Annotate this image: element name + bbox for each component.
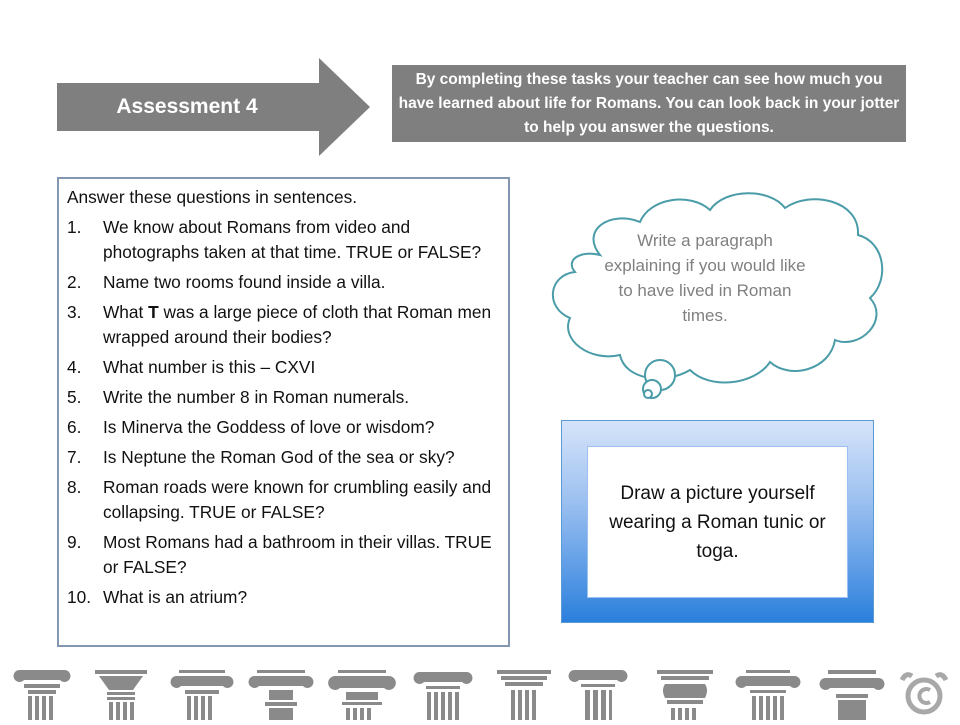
question-text: Roman roads were known for crumbling eas… <box>103 477 492 522</box>
assessment-title: Assessment 4 <box>116 95 258 118</box>
question-text: We know about Romans from video and phot… <box>103 217 482 262</box>
questions-box: Answer these questions in sentences. 1. … <box>57 177 510 647</box>
thought-bubble-icon <box>552 192 884 399</box>
question-text: What is an atrium? <box>103 587 248 607</box>
cloud-text: Write a paragraph explaining if you woul… <box>604 231 806 325</box>
question-number: 1. <box>67 217 82 237</box>
question-text: Name two rooms found inside a villa. <box>103 272 386 292</box>
thought-cloud: Write a paragraph explaining if you woul… <box>540 180 900 410</box>
question-text-bold: T <box>148 302 159 322</box>
questions-heading: Answer these questions in sentences. <box>67 187 358 207</box>
question-item: 1. We know about Romans from video and p… <box>67 215 500 265</box>
question-number: 9. <box>67 532 82 552</box>
question-text-part: What <box>103 302 149 322</box>
question-item: 4. What number is this – CXVI <box>67 355 500 380</box>
question-number: 10. <box>67 587 92 607</box>
question-item: 8. Roman roads were known for crumbling … <box>67 475 500 525</box>
question-number: 6. <box>67 417 82 437</box>
question-number: 4. <box>67 357 82 377</box>
question-text: What T was a large piece of cloth that R… <box>103 300 500 350</box>
question-text-part: was a large piece of cloth that Roman me… <box>103 302 492 347</box>
footer-columns <box>0 660 960 720</box>
question-item: 9. Most Romans had a bathroom in their v… <box>67 530 500 580</box>
question-item: 2. Name two rooms found inside a villa. <box>67 270 500 295</box>
question-text: Most Romans had a bathroom in their vill… <box>103 532 492 577</box>
right-arrow-icon <box>57 58 370 156</box>
question-number: 3. <box>67 302 82 322</box>
question-number: 2. <box>67 272 82 292</box>
draw-task-text: Draw a picture yourself wearing a Roman … <box>609 482 826 562</box>
question-item: 5. Write the number 8 in Roman numerals. <box>67 385 500 410</box>
question-item: 7. Is Neptune the Roman God of the sea o… <box>67 445 500 470</box>
question-item: 3. What T was a large piece of cloth tha… <box>67 300 500 350</box>
question-number: 8. <box>67 477 82 497</box>
question-item: 10. What is an atrium? <box>67 585 500 610</box>
draw-task-panel: Draw a picture yourself wearing a Roman … <box>587 446 848 598</box>
question-text: What number is this – CXVI <box>103 357 316 377</box>
intro-banner: By completing these tasks your teacher c… <box>392 65 906 142</box>
question-text: Is Minerva the Goddess of love or wisdom… <box>103 417 435 437</box>
column-border-icon <box>13 669 949 720</box>
assessment-arrow: Assessment 4 <box>57 58 370 156</box>
question-number: 7. <box>67 447 82 467</box>
question-number: 5. <box>67 387 82 407</box>
question-text: Is Neptune the Roman God of the sea or s… <box>103 447 455 467</box>
draw-task-frame: Draw a picture yourself wearing a Roman … <box>561 420 874 623</box>
question-text: Write the number 8 in Roman numerals. <box>103 387 410 407</box>
intro-text: By completing these tasks your teacher c… <box>398 70 900 136</box>
question-item: 6. Is Minerva the Goddess of love or wis… <box>67 415 500 440</box>
